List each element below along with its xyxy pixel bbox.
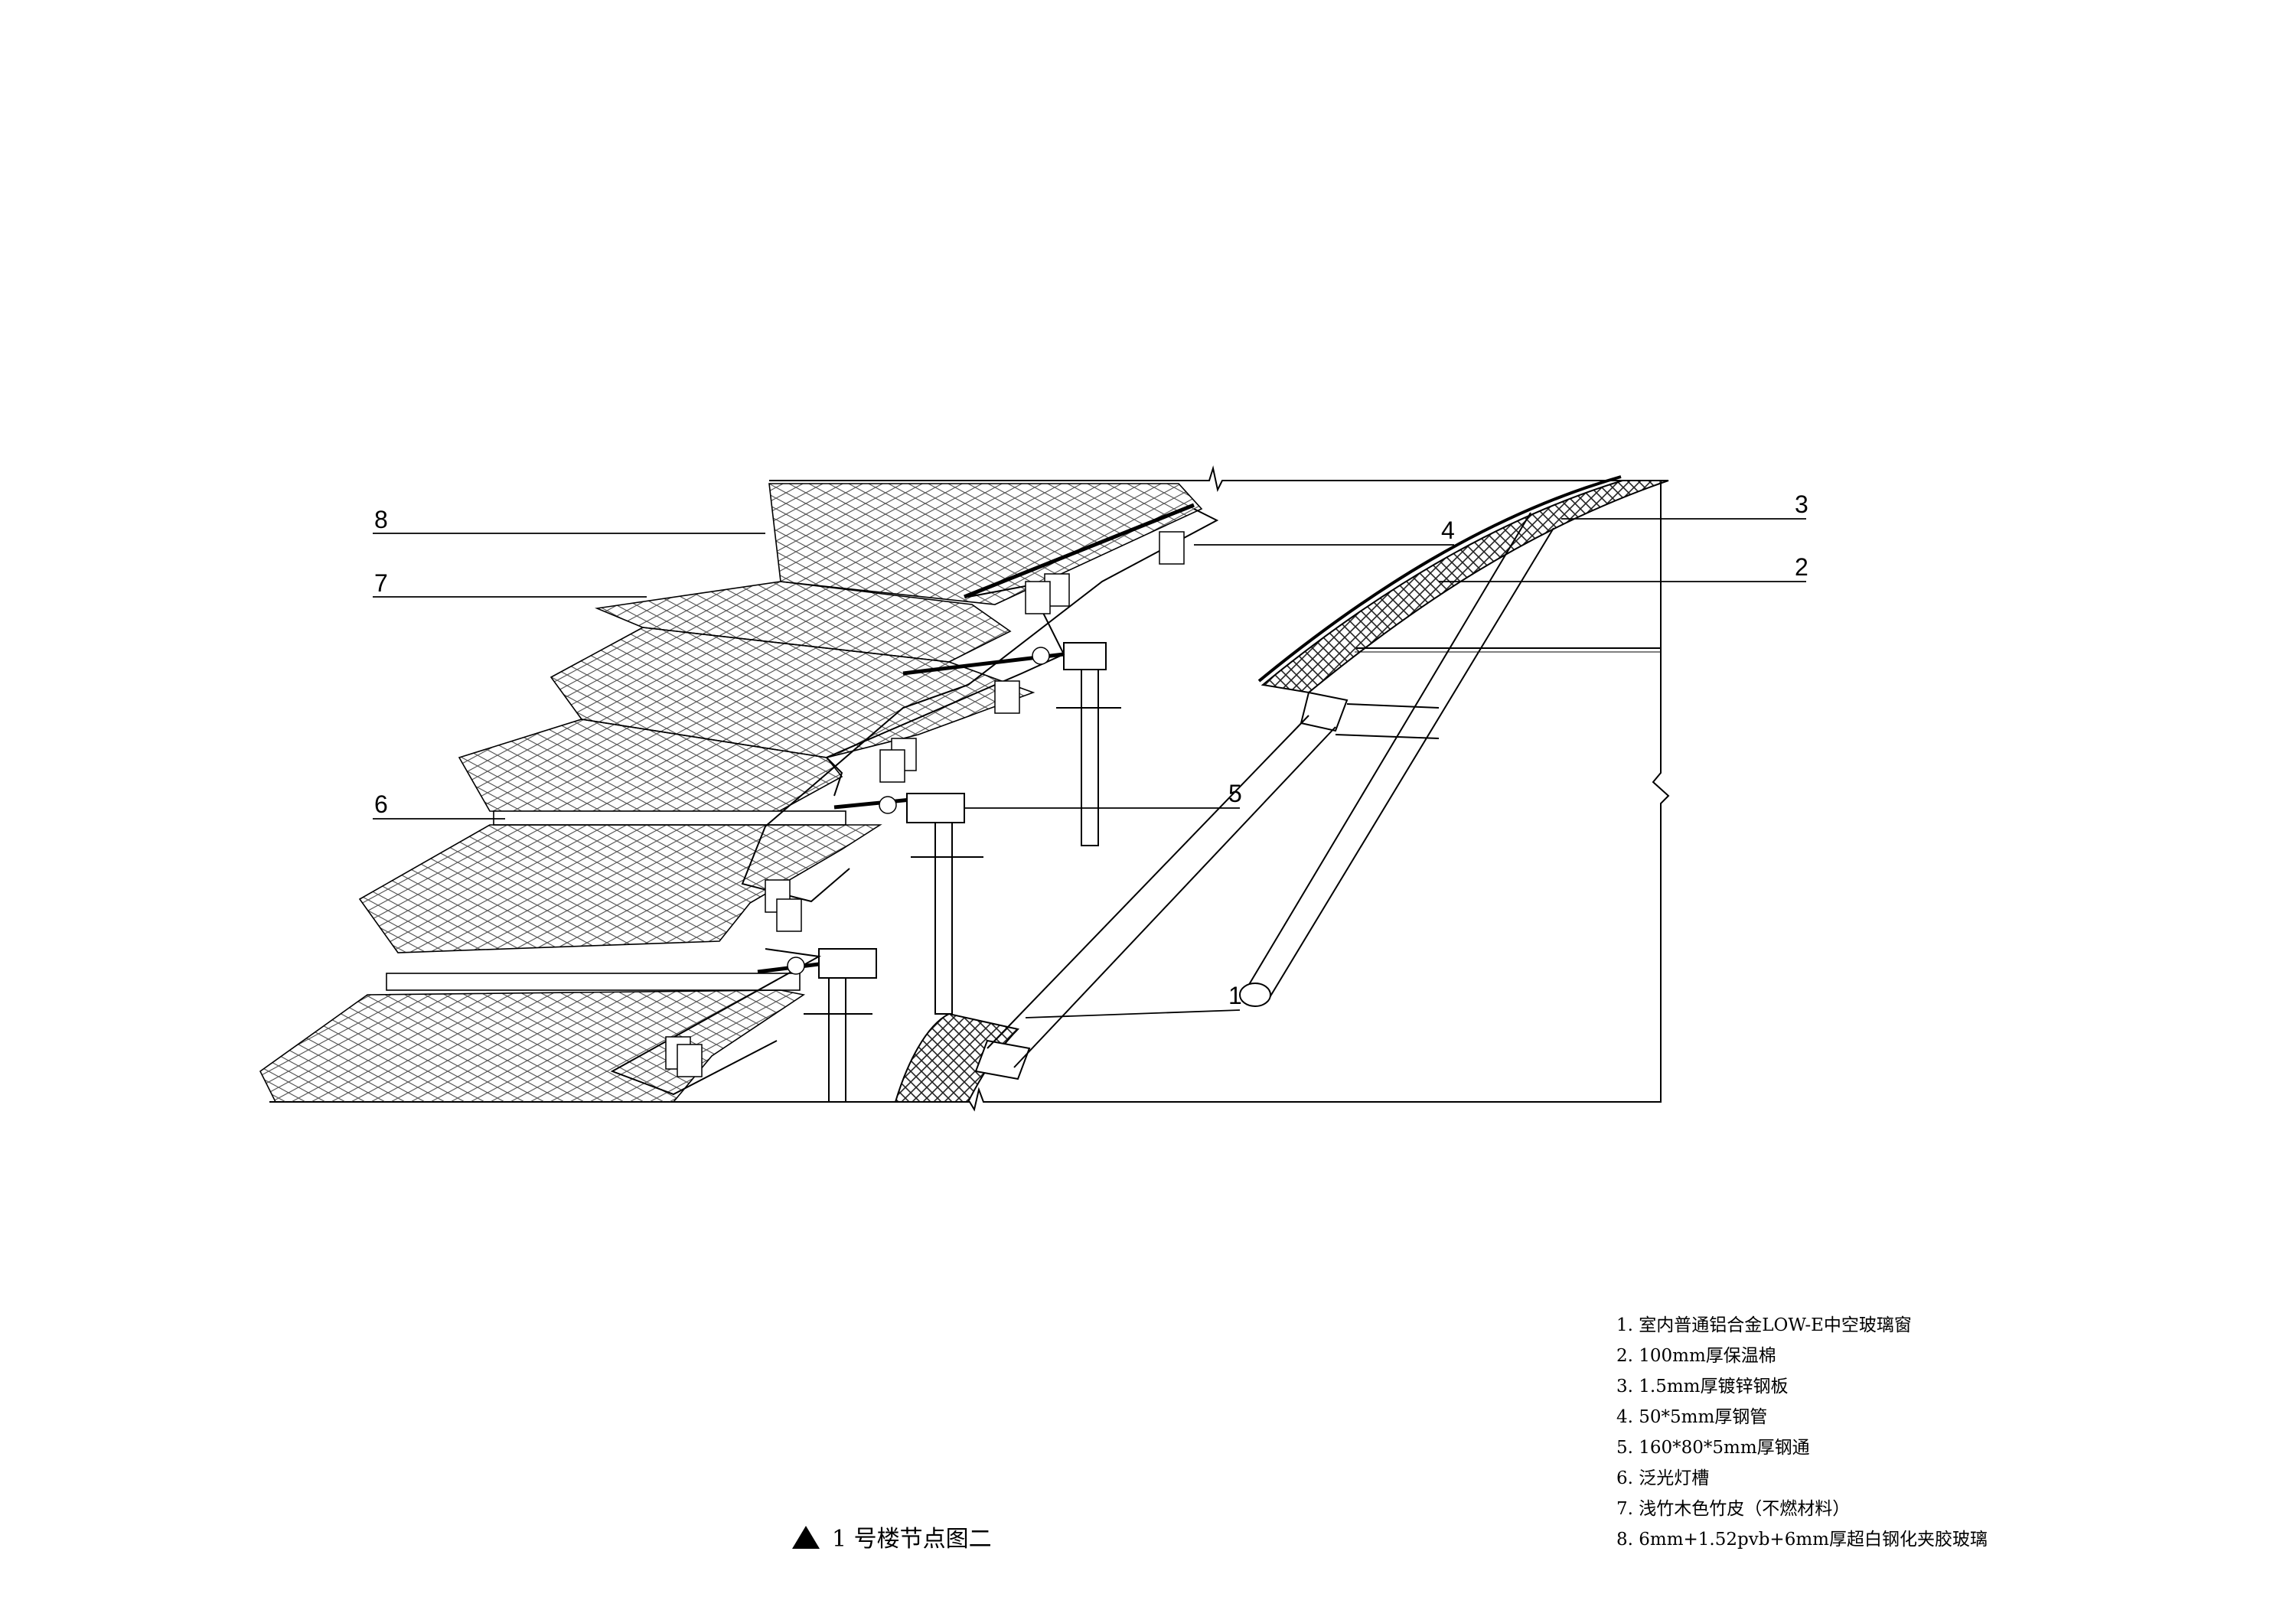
cladding-panels [259, 483, 1203, 1103]
callout-1: 1 [1228, 982, 1242, 1009]
drawing-caption: 1 号楼节点图二 [792, 1520, 992, 1553]
steel-frame [610, 503, 1219, 1103]
callout-8: 8 [374, 506, 388, 533]
panel-glass-top [768, 483, 1203, 605]
galvanized-sheet [1257, 475, 1622, 683]
insulation-layer [1261, 480, 1669, 694]
window-frame-bottom [974, 1039, 1031, 1080]
steel-channel-3 [818, 948, 877, 979]
glass-seal-line-1 [964, 503, 1195, 599]
curved-wall [894, 475, 1669, 1103]
light-slot-2 [386, 973, 801, 991]
steel-tube-1 [1081, 669, 1099, 846]
legend-item: 1. 室内普通铝合金LOW-E中空玻璃窗 [1616, 1315, 1912, 1335]
legend-item: 2. 100mm厚保温棉 [1616, 1346, 1776, 1366]
steel-tube-2 [934, 822, 953, 1015]
legend-item: 4. 50*5mm厚钢管 [1616, 1407, 1768, 1427]
callout-labels: 8 7 6 3 2 4 5 1 [374, 490, 1808, 1009]
panel-bamboo-3 [259, 989, 806, 1103]
caption-text: 1 号楼节点图二 [832, 1526, 992, 1553]
legend-item: 7. 浅竹木色竹皮（不燃材料） [1616, 1499, 1851, 1519]
window-frame-top [1300, 691, 1349, 732]
callout-6: 6 [374, 790, 388, 818]
legend-item: 8. 6mm+1.52pvb+6mm厚超白钢化夹胶玻璃 [1616, 1530, 1988, 1550]
callout-7: 7 [374, 569, 388, 597]
panel-glass-3 [358, 824, 882, 953]
leader-lines [373, 518, 1806, 1018]
material-legend: 1. 室内普通铝合金LOW-E中空玻璃窗 2. 100mm厚保温棉 3. 1.5… [1616, 1310, 2244, 1555]
glass-seal-line-3 [833, 797, 912, 810]
light-slot [493, 810, 846, 826]
callout-5: 5 [1228, 780, 1242, 807]
insulation-lower [894, 1012, 1019, 1103]
steel-channel-1 [1063, 642, 1107, 670]
callout-3: 3 [1795, 490, 1808, 518]
triangle-icon [792, 1526, 820, 1549]
steel-channel-2 [906, 793, 965, 823]
callout-2: 2 [1795, 553, 1808, 581]
callout-4: 4 [1441, 517, 1455, 544]
boundary-frame [269, 465, 1670, 1112]
steel-tube-3 [828, 977, 846, 1103]
clip-fixtures [665, 531, 1185, 1077]
legend-item: 6. 泛光灯槽 [1616, 1468, 1710, 1488]
support-pipe [1247, 512, 1554, 1003]
legend-item: 5. 160*80*5mm厚钢通 [1616, 1438, 1810, 1458]
panel-bamboo-2 [458, 719, 843, 820]
legend-item: 3. 1.5mm厚镀锌钢板 [1616, 1377, 1789, 1396]
bracket-line-3 [610, 948, 822, 1096]
